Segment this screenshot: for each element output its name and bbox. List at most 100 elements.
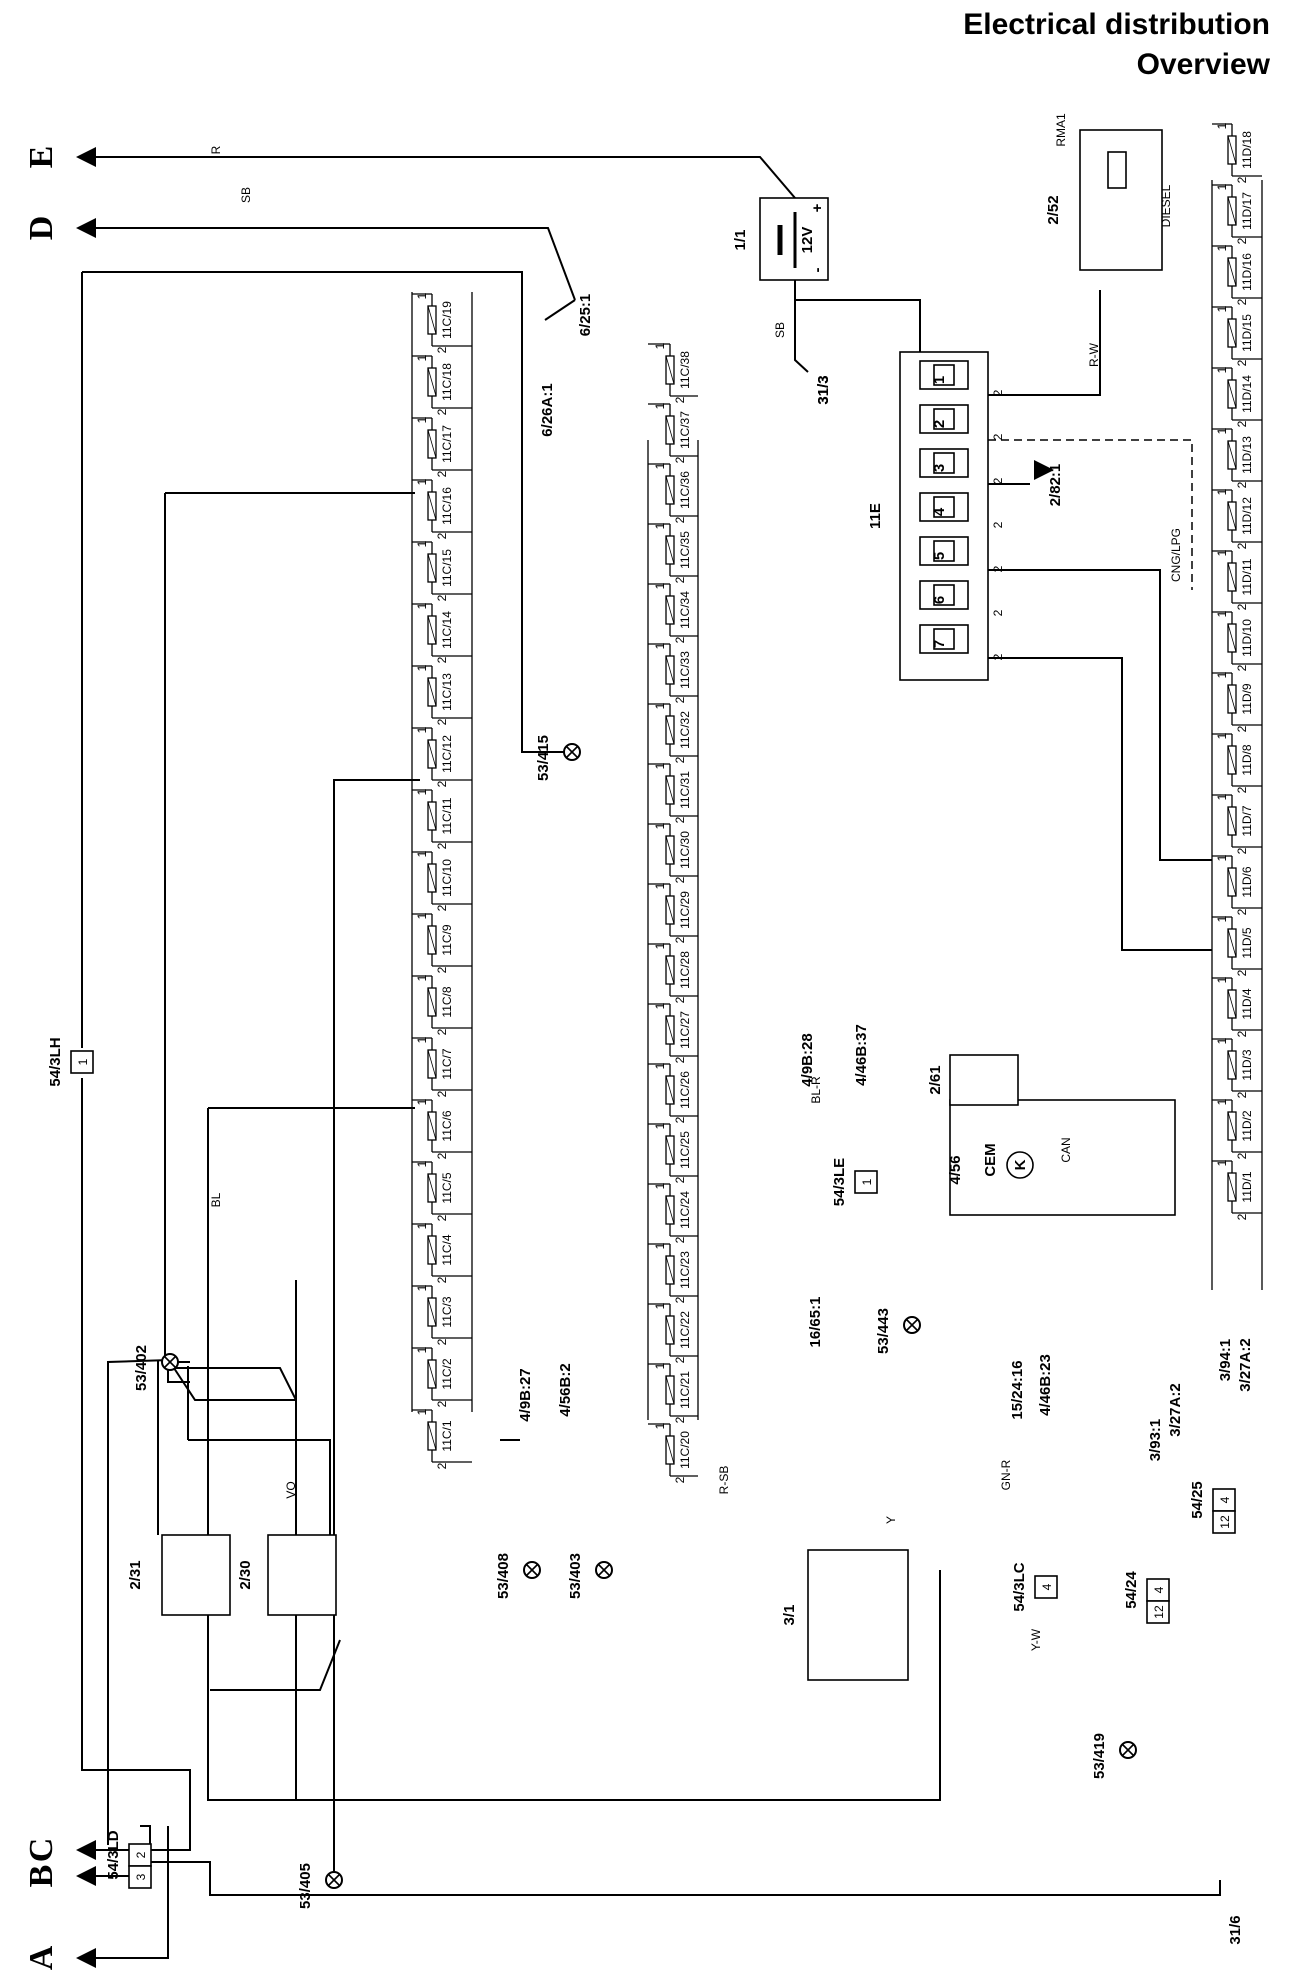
edge-connector-A: A xyxy=(23,1945,60,1970)
fuse-label: 11D/16 xyxy=(1240,253,1254,291)
fuse-label: 11C/8 xyxy=(440,986,454,1017)
megafuse-id: 11E xyxy=(867,503,884,529)
fuse-label: 11D/4 xyxy=(1240,988,1254,1019)
fuse-pin-2: 2 xyxy=(1235,969,1249,976)
wire-color-sb: SB xyxy=(239,187,253,203)
fuse-label: 11C/16 xyxy=(440,487,454,525)
splice-cross xyxy=(597,1563,611,1577)
fuse-pin-2: 2 xyxy=(1235,847,1249,854)
fuse-label: 11C/7 xyxy=(440,1048,454,1079)
fuse-pin-2: 2 xyxy=(1235,1030,1249,1037)
fuse-element xyxy=(427,739,437,769)
wire xyxy=(118,1826,169,1959)
wire xyxy=(207,1108,941,1801)
fuse-element xyxy=(1227,867,1237,897)
fuse-element xyxy=(427,925,437,955)
fuse-label: 11D/12 xyxy=(1240,497,1254,535)
reference-31-3: 31/3 xyxy=(815,375,832,404)
fuse-element xyxy=(665,1255,675,1285)
fuse-pin-2: 2 xyxy=(673,876,687,883)
fuse-label: 11C/2 xyxy=(440,1358,454,1389)
fuse-pin-1: 1 xyxy=(415,602,429,609)
cem-box xyxy=(949,1099,1176,1216)
fuse-pin-1: 1 xyxy=(415,1284,429,1291)
fuse-label: 11C/19 xyxy=(440,301,454,339)
fuse-label: 11C/38 xyxy=(678,351,692,389)
fuse-pin-2: 2 xyxy=(435,780,449,787)
fuse-label: 11C/27 xyxy=(678,1011,692,1049)
fuse-pin-2: 2 xyxy=(435,1338,449,1345)
wire xyxy=(118,227,576,301)
wire xyxy=(544,299,576,321)
fuse-pin-2: 2 xyxy=(673,396,687,403)
battery-minus: - xyxy=(809,268,826,273)
page-title: Electrical distribution xyxy=(963,8,1270,41)
fuse-pin-2: 2 xyxy=(435,532,449,539)
fuse-element xyxy=(1227,745,1237,775)
fuse-label: 11C/29 xyxy=(678,891,692,929)
splice-label: 53/443 xyxy=(875,1308,892,1354)
wire xyxy=(81,1078,191,1851)
wire xyxy=(140,1861,1221,1896)
edge-connector-D: D xyxy=(23,216,60,241)
wire-color-bl-r: BL-R xyxy=(809,1076,823,1104)
fuse-element xyxy=(1227,623,1237,653)
fuse-element xyxy=(1227,196,1237,226)
fuse-element xyxy=(427,305,437,335)
fuse-label: 11C/28 xyxy=(678,951,692,989)
fuse-element xyxy=(1227,928,1237,958)
fuse-pin-2: 2 xyxy=(1235,603,1249,610)
wire xyxy=(988,290,1101,396)
fuse-pin-1: 1 xyxy=(1215,305,1229,312)
ignition-switch xyxy=(807,1549,909,1681)
wire xyxy=(794,280,809,373)
edge-connector-B: B xyxy=(23,1865,60,1888)
fuse-label: 11D/10 xyxy=(1240,619,1254,657)
fuse-label: 11C/23 xyxy=(678,1251,692,1289)
fuse-pin-1: 1 xyxy=(415,354,429,361)
reference-6-26A-1: 6/26A:1 xyxy=(539,383,556,436)
fuse-pin-2: 2 xyxy=(673,756,687,763)
battery-ground: 31/3 xyxy=(815,375,832,404)
fuse-element xyxy=(427,429,437,459)
wire xyxy=(107,1359,171,1845)
fuse-pin-2: 2 xyxy=(673,1416,687,1423)
megafuse-slot-label: 5 xyxy=(931,552,948,560)
fuse-element xyxy=(427,677,437,707)
fuse-pin-2: 2 xyxy=(435,1400,449,1407)
reference-3-94-1: 3/94:1 xyxy=(1217,1339,1234,1382)
fuse-element xyxy=(1227,1050,1237,1080)
fuse-pin-1: 1 xyxy=(415,1098,429,1105)
splice-label: 53/403 xyxy=(567,1553,584,1599)
ignition-id: 3/1 xyxy=(781,1605,798,1626)
fuse-pin-1: 1 xyxy=(1215,183,1229,190)
fuse-pin-2: 2 xyxy=(673,996,687,1003)
fuse-pin-1: 1 xyxy=(415,292,429,299)
wire xyxy=(333,779,420,1872)
relay-cma2 xyxy=(267,1534,337,1616)
fuse-pin-1: 1 xyxy=(415,1160,429,1167)
fuse-label: 11C/36 xyxy=(678,471,692,509)
fuse-pin-2: 2 xyxy=(673,1296,687,1303)
fuse-label: 11C/1 xyxy=(440,1420,454,1451)
fuse-pin-1: 1 xyxy=(653,642,667,649)
fuse-pin-1: 1 xyxy=(1215,671,1229,678)
fuse-pin-2: 2 xyxy=(1235,664,1249,671)
splice-label: 53/402 xyxy=(133,1345,150,1391)
fuse-label: 11D/18 xyxy=(1240,131,1254,169)
connector-54-25: 54/25 xyxy=(1189,1481,1206,1519)
wire xyxy=(169,1361,296,1401)
fuse-element xyxy=(427,987,437,1017)
fuse-pin-2: 2 xyxy=(673,1116,687,1123)
cem-k-icon xyxy=(1006,1151,1034,1179)
fuse-pin-1: 1 xyxy=(653,1242,667,1249)
fuse-label: 11D/6 xyxy=(1240,866,1254,897)
fuse-element xyxy=(427,1359,437,1389)
wire xyxy=(82,271,572,753)
reference-3-27A-2: 3/27A:2 xyxy=(1167,1383,1184,1436)
fuse-element xyxy=(665,835,675,865)
wire xyxy=(210,1639,341,1691)
fuse-element xyxy=(665,655,675,685)
fuse-pin-2: 2 xyxy=(435,904,449,911)
wire-color-y-w: Y-W xyxy=(1029,1628,1043,1651)
